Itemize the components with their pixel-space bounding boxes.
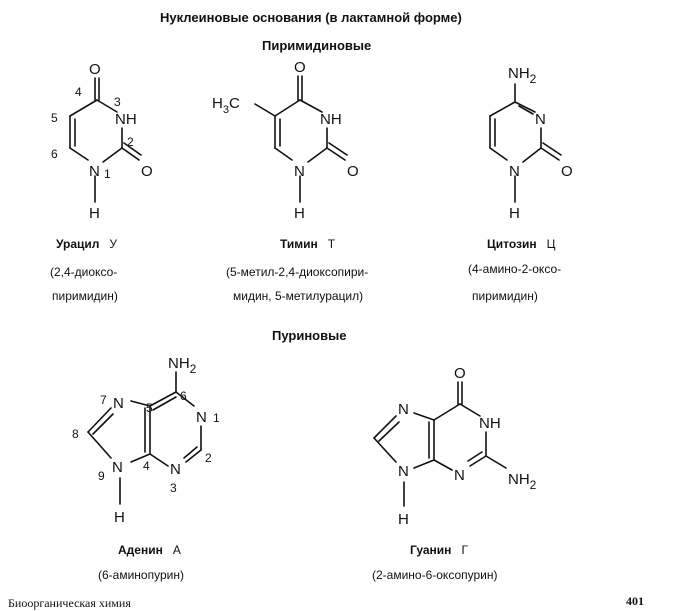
adenine-n9: N (112, 459, 123, 476)
uracil-desc-2: пиримидин) (52, 289, 118, 303)
cytosine-desc-2: пиримидин) (472, 289, 538, 303)
thymine-nh: NH (320, 111, 342, 128)
page-title: Нуклеиновые основания (в лактамной форме… (160, 10, 462, 25)
guanine-n7: N (398, 401, 409, 418)
cytosine-desc-1: (4-амино-2-оксо- (468, 262, 562, 276)
thymine-structure: H3C O NH O N H (212, 59, 359, 222)
adenine-h: H (114, 509, 125, 526)
cytosine-nh2: NH2 (508, 65, 537, 86)
adenine-n7: N (113, 395, 124, 412)
thymine-o4: O (294, 59, 306, 76)
adenine-n3: N (170, 461, 181, 478)
thymine-n1: N (294, 163, 305, 180)
cytosine-n1: N (509, 163, 520, 180)
adenine-num9: 9 (98, 469, 105, 483)
guanine-name: Гуанин Г (410, 543, 468, 557)
adenine-num5: 5 (146, 401, 153, 415)
adenine-nh2: NH2 (168, 355, 197, 376)
thymine-methyl: H3C (212, 95, 240, 116)
uracil-o4: O (89, 61, 101, 78)
thymine-desc-1: (5-метил-2,4-диоксопири- (226, 265, 369, 279)
cytosine-o2: O (561, 163, 573, 180)
footer-book-title: Биоорганическая химия (8, 596, 131, 610)
uracil-o2: O (141, 163, 153, 180)
uracil-num3: 3 (114, 95, 121, 109)
thymine-h: H (294, 205, 305, 222)
uracil-structure: O NH O N H 4 3 5 2 6 1 (51, 61, 153, 222)
cytosine-name: Цитозин Ц (487, 237, 556, 251)
adenine-desc-1: (6-аминопурин) (98, 568, 184, 582)
adenine-num3: 3 (170, 481, 177, 495)
cytosine-n3: N (535, 111, 546, 128)
guanine-n9: N (398, 463, 409, 480)
guanine-nh2: NH2 (508, 471, 537, 492)
thymine-name: Тимин Т (280, 237, 336, 251)
thymine-desc-2: мидин, 5-метилурацил) (233, 289, 364, 303)
adenine-structure: NH2 N N N N H 7 5 6 1 8 2 4 9 3 (72, 355, 220, 526)
guanine-o: O (454, 365, 466, 382)
uracil-num6: 6 (51, 147, 58, 161)
guanine-structure: O N NH N N NH2 H (373, 365, 537, 528)
uracil-name: Урацил У (56, 237, 118, 251)
adenine-num4: 4 (143, 459, 150, 473)
uracil-h: H (89, 205, 100, 222)
adenine-num7: 7 (100, 393, 107, 407)
adenine-num8: 8 (72, 427, 79, 441)
page-number: 401 (626, 594, 644, 608)
uracil-num4: 4 (75, 85, 82, 99)
uracil-desc-1: (2,4-диоксо- (50, 265, 118, 279)
adenine-n1: N (196, 409, 207, 426)
uracil-nh: NH (115, 111, 137, 128)
adenine-num1: 1 (213, 411, 220, 425)
adenine-num6: 6 (180, 389, 187, 403)
cytosine-structure: NH2 N O N H (489, 65, 573, 222)
guanine-h: H (398, 511, 409, 528)
guanine-n3: N (454, 467, 465, 484)
uracil-n1: N (89, 163, 100, 180)
uracil-num5: 5 (51, 111, 58, 125)
pyrimidine-heading: Пиримидиновые (262, 38, 372, 53)
guanine-nh: NH (479, 415, 501, 432)
adenine-name: Аденин А (118, 543, 181, 557)
adenine-num2: 2 (205, 451, 212, 465)
uracil-num1: 1 (104, 167, 111, 181)
thymine-o2: O (347, 163, 359, 180)
uracil-num2: 2 (127, 135, 134, 149)
purine-heading: Пуриновые (272, 328, 347, 343)
cytosine-h: H (509, 205, 520, 222)
guanine-desc-1: (2-амино-6-оксопурин) (372, 568, 498, 582)
